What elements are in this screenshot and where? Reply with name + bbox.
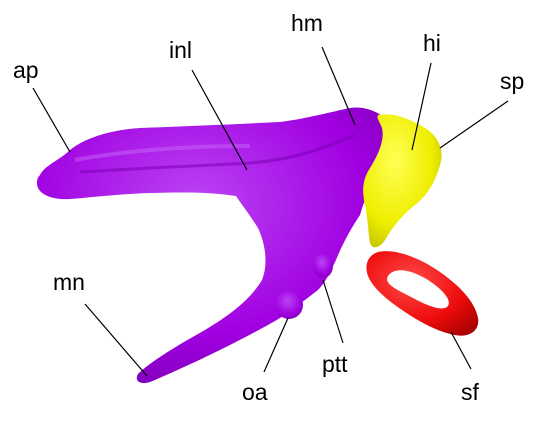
- leader-mn: [85, 304, 147, 376]
- posterior-tubercle-knob: [313, 254, 333, 278]
- leader-oa: [264, 318, 288, 372]
- label-ptt: ptt: [322, 351, 348, 377]
- label-sf: sf: [461, 379, 480, 405]
- red-ring-structure: [366, 251, 478, 336]
- label-hm: hm: [291, 10, 323, 36]
- leader-ap: [33, 88, 70, 152]
- leader-sp: [440, 101, 508, 148]
- label-ap: ap: [13, 57, 39, 83]
- label-hi: hi: [423, 30, 441, 56]
- hyomandibula-body: [37, 107, 390, 383]
- label-inl: inl: [169, 37, 192, 63]
- label-oa: oa: [242, 379, 268, 405]
- leader-sf: [451, 332, 471, 369]
- label-sp: sp: [500, 68, 524, 94]
- hyomandibula-bone: [37, 107, 390, 383]
- opercular-articulation-knob: [275, 291, 303, 319]
- label-mn: mn: [53, 269, 85, 295]
- leader-ptt: [323, 280, 343, 343]
